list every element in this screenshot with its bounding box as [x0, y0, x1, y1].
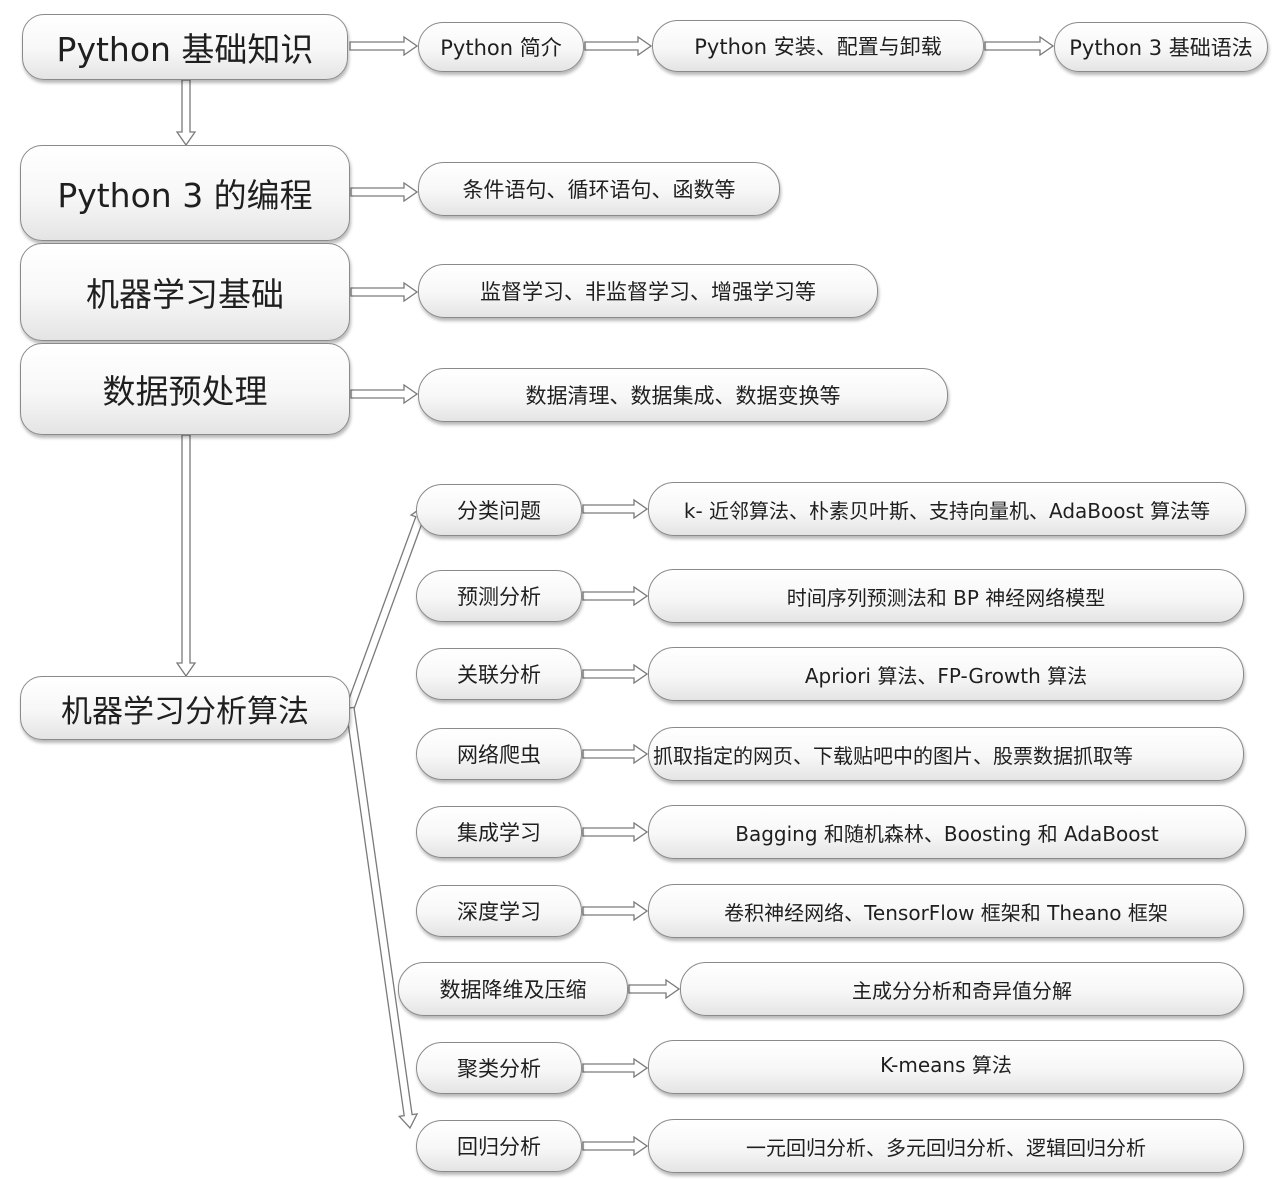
arrow-preprocessing-to-detail	[350, 383, 419, 405]
algo-regression: 回归分析	[416, 1120, 582, 1172]
node-python-install-label: Python 安装、配置与卸载	[694, 35, 942, 59]
algo-web-crawler-detail-label: 抓取指定的网页、下载贴吧中的图片、股票数据抓取等	[653, 743, 1133, 768]
algo-classification-detail: k- 近邻算法、朴素贝叶斯、支持向量机、AdaBoost 算法等	[648, 482, 1246, 536]
algo-clustering-detail-label: K-means 算法	[880, 1053, 1012, 1077]
node-python3-programming: Python 3 的编程	[20, 145, 350, 241]
algo-ensemble-label: 集成学习	[457, 821, 541, 845]
algo-web-crawler: 网络爬虫	[416, 728, 582, 780]
algo-regression-detail: 一元回归分析、多元回归分析、逻辑回归分析	[648, 1119, 1244, 1173]
node-preprocessing-detail: 数据清理、数据集成、数据变换等	[418, 368, 948, 422]
algo-dim-reduction-detail-label: 主成分分析和奇异值分解	[852, 978, 1072, 1003]
algo-ensemble-detail: Bagging 和随机森林、Boosting 和 AdaBoost	[648, 805, 1246, 859]
algo-classification: 分类问题	[416, 484, 582, 536]
algo-regression-label: 回归分析	[457, 1135, 541, 1159]
node-preprocessing-label: 数据预处理	[102, 372, 268, 411]
algo-prediction-detail-label: 时间序列预测法和 BP 神经网络模型	[786, 585, 1106, 610]
arrow-algorithms-to-regression	[345, 706, 419, 1130]
algo-ensemble: 集成学习	[416, 806, 582, 858]
algo-association-detail: Apriori 算法、FP-Growth 算法	[648, 647, 1244, 701]
arrow-algo-to-detail-5	[582, 900, 649, 922]
node-ml-basics-detail-label: 监督学习、非监督学习、增强学习等	[480, 280, 816, 304]
node-python-basics-label: Python 基础知识	[56, 30, 314, 69]
algo-regression-detail-label: 一元回归分析、多元回归分析、逻辑回归分析	[746, 1135, 1146, 1160]
algo-prediction: 预测分析	[416, 570, 582, 622]
algo-web-crawler-label: 网络爬虫	[457, 743, 541, 767]
algo-clustering: 聚类分析	[416, 1042, 582, 1094]
node-ml-basics-label: 机器学习基础	[86, 275, 284, 314]
algo-dim-reduction-label: 数据降维及压缩	[439, 978, 587, 1002]
arrow-algo-to-detail-4	[582, 821, 649, 843]
algo-association-detail-label: Apriori 算法、FP-Growth 算法	[804, 663, 1088, 688]
algo-prediction-label: 预测分析	[457, 585, 541, 609]
arrow-algo-to-detail-1	[582, 585, 649, 607]
arrow-preprocessing-to-algorithms	[175, 434, 197, 678]
node-ml-algorithms-label: 机器学习分析算法	[61, 693, 309, 730]
node-preprocessing-detail-label: 数据清理、数据集成、数据变换等	[525, 384, 841, 408]
node-python-intro-label: Python 简介	[440, 36, 562, 60]
arrow-basics-to-intro	[349, 35, 419, 57]
arrow-algo-to-detail-6	[628, 978, 681, 1000]
algo-clustering-label: 聚类分析	[457, 1057, 541, 1081]
node-python3-syntax-label: Python 3 基础语法	[1069, 36, 1253, 60]
algo-dim-reduction: 数据降维及压缩	[398, 962, 628, 1016]
node-python-intro: Python 简介	[418, 22, 584, 72]
algo-deep-learning-detail: 卷积神经网络、TensorFlow 框架和 Theano 框架	[648, 884, 1244, 938]
algo-deep-learning-detail-label: 卷积神经网络、TensorFlow 框架和 Theano 框架	[724, 900, 1168, 925]
node-programming-detail-label: 条件语句、循环语句、函数等	[462, 178, 736, 202]
arrow-algo-to-detail-0	[582, 498, 649, 520]
algo-ensemble-detail-label: Bagging 和随机森林、Boosting 和 AdaBoost	[735, 821, 1159, 846]
algo-classification-label: 分类问题	[457, 499, 541, 523]
arrow-algo-to-detail-3	[582, 743, 649, 765]
algo-deep-learning: 深度学习	[416, 885, 582, 937]
algo-dim-reduction-detail: 主成分分析和奇异值分解	[680, 962, 1244, 1016]
algo-prediction-detail: 时间序列预测法和 BP 神经网络模型	[648, 569, 1244, 623]
node-python-basics: Python 基础知识	[22, 14, 348, 80]
algo-association: 关联分析	[416, 648, 582, 700]
node-python-install: Python 安装、配置与卸载	[652, 20, 984, 72]
node-python3-syntax: Python 3 基础语法	[1054, 22, 1268, 72]
node-ml-basics: 机器学习基础	[20, 243, 350, 341]
arrow-mlbasics-to-detail	[350, 281, 419, 303]
node-python3-programming-label: Python 3 的编程	[57, 176, 313, 215]
algo-classification-detail-label: k- 近邻算法、朴素贝叶斯、支持向量机、AdaBoost 算法等	[683, 498, 1211, 523]
arrow-install-to-syntax	[984, 35, 1055, 57]
arrow-algo-to-detail-7	[582, 1057, 649, 1079]
algo-web-crawler-detail: 抓取指定的网页、下载贴吧中的图片、股票数据抓取等	[648, 727, 1244, 781]
node-programming-detail: 条件语句、循环语句、函数等	[418, 162, 780, 216]
arrow-algo-to-detail-8	[582, 1135, 649, 1157]
node-ml-basics-detail: 监督学习、非监督学习、增强学习等	[418, 264, 878, 318]
arrow-intro-to-install	[584, 35, 653, 57]
algo-association-label: 关联分析	[457, 663, 541, 687]
arrow-basics-to-programming	[175, 79, 197, 147]
node-preprocessing: 数据预处理	[20, 343, 350, 435]
algo-deep-learning-label: 深度学习	[457, 900, 541, 924]
node-ml-algorithms: 机器学习分析算法	[20, 676, 350, 740]
algo-clustering-detail: K-means 算法	[648, 1040, 1244, 1094]
arrow-programming-to-detail	[350, 181, 419, 203]
arrow-algo-to-detail-2	[582, 663, 649, 685]
